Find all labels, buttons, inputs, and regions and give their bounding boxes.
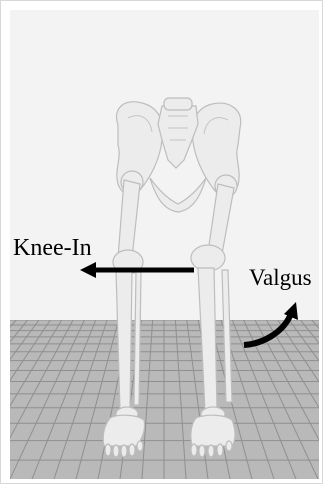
right-knee bbox=[191, 245, 225, 271]
knee-in-label: Knee-In bbox=[13, 235, 92, 262]
lumbar-vertebra bbox=[164, 98, 192, 110]
valgus-label: Valgus bbox=[249, 265, 312, 291]
